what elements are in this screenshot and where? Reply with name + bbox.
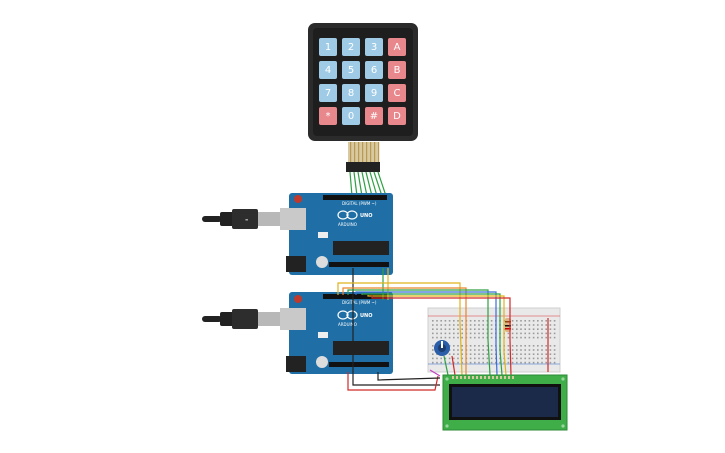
power-jack (286, 356, 306, 372)
keypad-key-4[interactable]: 4 (319, 61, 337, 79)
keypad-ribbon-connector (346, 142, 380, 172)
keypad-key-B[interactable]: B (388, 61, 406, 79)
keypad-key-*[interactable]: * (319, 107, 337, 125)
power-jack (286, 256, 306, 272)
keypad-key-label: A (394, 42, 401, 53)
keypad-key-label: B (394, 65, 401, 76)
keypad-key-7[interactable]: 7 (319, 84, 337, 102)
keypad-key-label: # (370, 111, 378, 122)
keypad-key-label: D (393, 111, 401, 122)
digital-header (323, 195, 387, 200)
digital-header (323, 294, 387, 299)
arduino-uno-bottom[interactable]: DIGITAL (PWM ~) UNO ARDUINO (280, 292, 393, 374)
arduino-logo: UNO ARDUINO (337, 310, 373, 327)
keypad-key-label: 8 (348, 88, 354, 99)
arduino-logo: UNO ARDUINO (337, 210, 373, 227)
keypad-key-label: 7 (325, 88, 331, 99)
usb-cable-icon: ≡ (202, 209, 280, 229)
keypad-key-label: 0 (348, 111, 354, 122)
keypad-key-C[interactable]: C (388, 84, 406, 102)
reset-button[interactable] (294, 195, 302, 203)
uno-logo-text: UNO (360, 213, 373, 219)
keypad-key-label: 6 (371, 65, 377, 76)
keypad-key-label: 9 (371, 88, 377, 99)
keypad-key-A[interactable]: A (388, 38, 406, 56)
crystal (318, 232, 328, 238)
svg-text:≡: ≡ (245, 217, 248, 222)
atmega-chip (333, 241, 389, 255)
keypad-key-label: 4 (325, 65, 331, 76)
keypad-4x4[interactable]: 1 2 3 A 4 5 6 B 7 8 9 C * 0 # D (308, 23, 418, 141)
keypad-key-label: C (394, 88, 401, 99)
keypad-key-1[interactable]: 1 (319, 38, 337, 56)
keypad-key-8[interactable]: 8 (342, 84, 360, 102)
digital-header-label: DIGITAL (PWM ~) (342, 201, 377, 206)
usb-cable-icon (202, 309, 280, 329)
inter-board-wires (352, 268, 440, 386)
reset-button[interactable] (294, 295, 302, 303)
keypad-key-6[interactable]: 6 (365, 61, 383, 79)
keypad-key-3[interactable]: 3 (365, 38, 383, 56)
crystal (318, 332, 328, 338)
usb-port (280, 208, 306, 230)
keypad-wires (349, 171, 387, 197)
atmega-chip (333, 341, 389, 355)
keypad-key-label: * (326, 111, 331, 122)
arduino-uno-top[interactable]: DIGITAL (PWM ~) UNO ARDUINO (280, 193, 393, 275)
capacitor (316, 356, 328, 368)
keypad-key-#[interactable]: # (365, 107, 383, 125)
power-header (329, 262, 389, 267)
power-header (329, 362, 389, 367)
brand-text: ARDUINO (338, 322, 357, 327)
keypad-key-label: 5 (348, 65, 354, 76)
digital-header-label: DIGITAL (PWM ~) (342, 300, 377, 305)
keypad-key-2[interactable]: 2 (342, 38, 360, 56)
brand-text: ARDUINO (338, 222, 357, 227)
keypad-key-9[interactable]: 9 (365, 84, 383, 102)
keypad-key-label: 3 (371, 42, 377, 53)
usb-port (280, 308, 306, 330)
keypad-key-0[interactable]: 0 (342, 107, 360, 125)
lcd-wires (337, 282, 549, 391)
keypad-key-label: 2 (348, 42, 354, 53)
keypad-key-label: 1 (325, 42, 331, 53)
lcd-screen (452, 387, 558, 417)
potentiometer-icon[interactable] (434, 340, 450, 356)
keypad-key-5[interactable]: 5 (342, 61, 360, 79)
uno-logo-text: UNO (360, 313, 373, 319)
capacitor (316, 256, 328, 268)
keypad-key-D[interactable]: D (388, 107, 406, 125)
lcd-16x2[interactable] (442, 374, 568, 431)
breadboard[interactable] (427, 307, 561, 373)
